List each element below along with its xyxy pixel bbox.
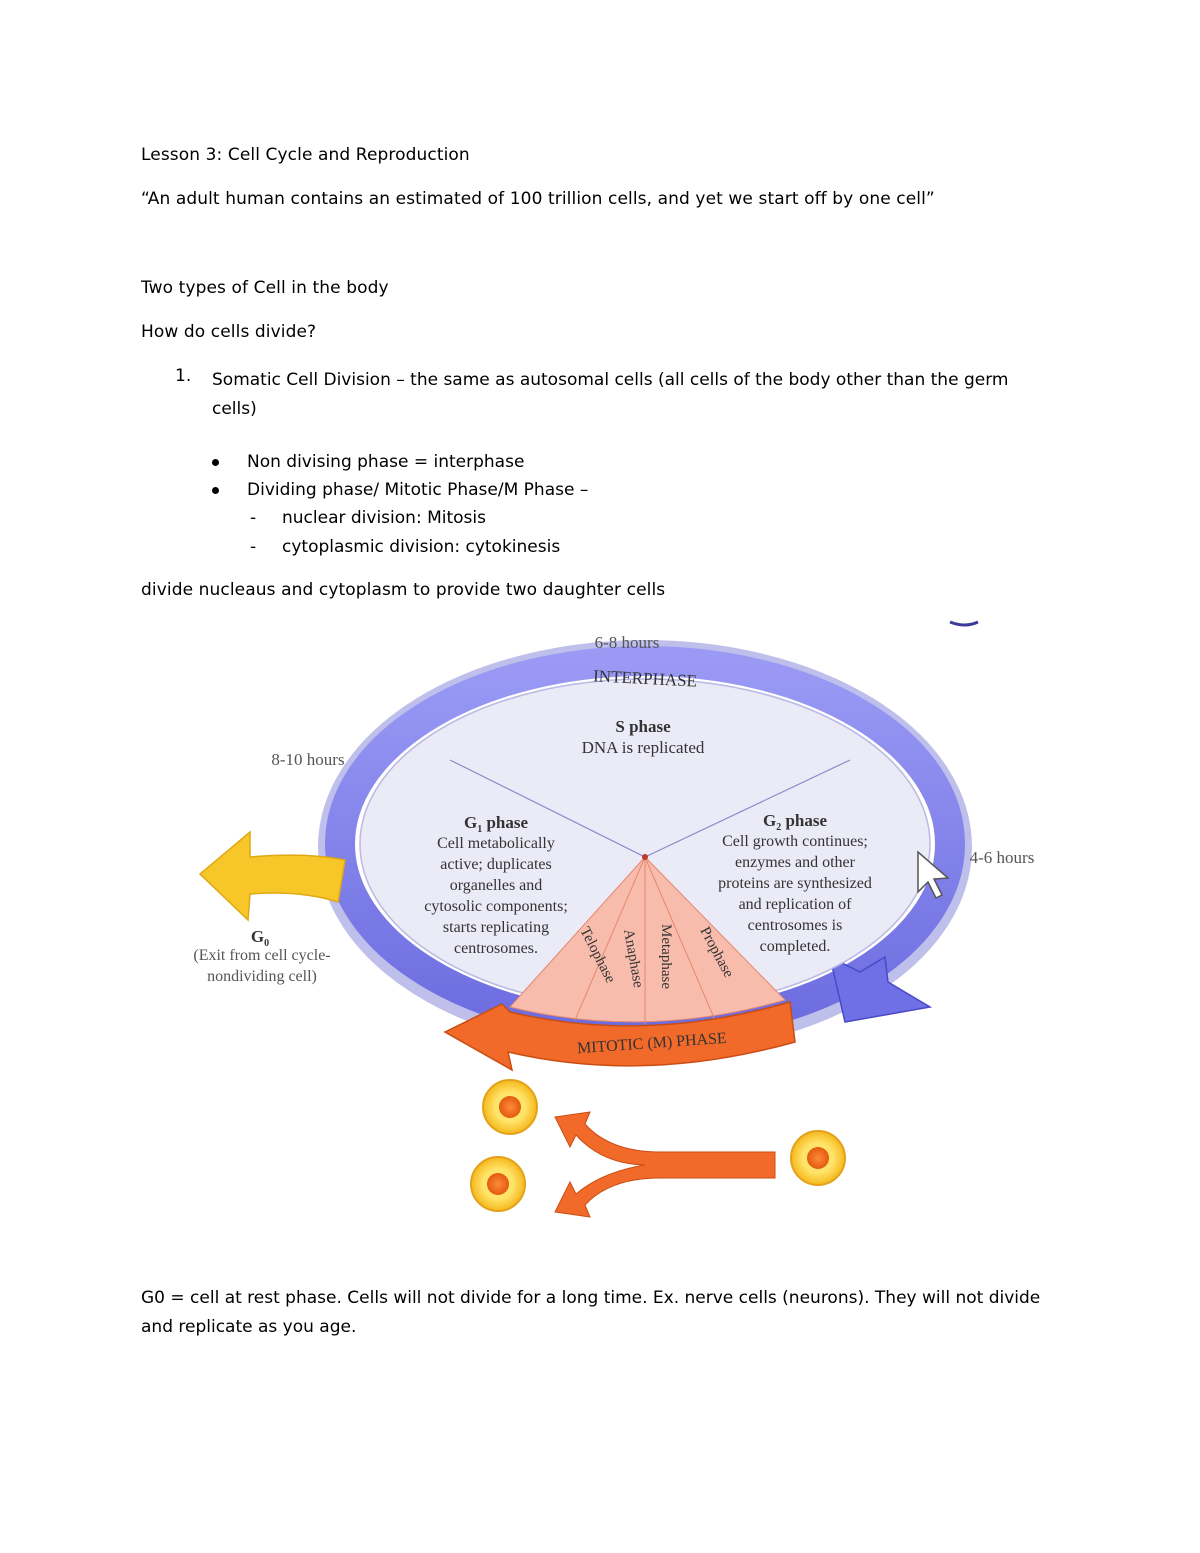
bullet-icon — [212, 487, 219, 494]
g2-title-letter: G — [763, 811, 776, 830]
division-arrow — [554, 1111, 776, 1218]
types-heading: Two types of Cell in the body — [141, 278, 389, 298]
g2-line: completed. — [760, 938, 831, 955]
g1-line: centrosomes. — [454, 940, 538, 957]
g2-title-subscript: 2 — [776, 822, 781, 833]
g1-phase-title: G1 phase — [464, 813, 529, 835]
g2-line: Cell growth continues; — [722, 833, 868, 850]
division-question: How do cells divide? — [141, 322, 317, 342]
g1-title-letter: G — [464, 813, 477, 832]
cell-cycle-diagram: 6-8 hours INTERPHASE 8-10 hours 4-6 hour… — [193, 620, 1035, 1218]
list-item-somatic-division: Somatic Cell Division – the same as auto… — [212, 370, 1009, 419]
g2-title-rest: phase — [781, 811, 827, 830]
dash-marker: - — [250, 508, 257, 528]
hours-top-label: 6-8 hours — [595, 633, 660, 652]
dash-item: nuclear division: Mitosis — [282, 508, 486, 528]
bullet-item: Non divising phase = interphase — [247, 452, 525, 472]
cursor-icon — [917, 850, 950, 900]
g2-phase-title: G2 phase — [763, 811, 828, 833]
g1-line: active; duplicates — [440, 856, 552, 873]
daughter-cell — [470, 1156, 526, 1212]
intro-quote: “An adult human contains an estimated of… — [141, 189, 935, 209]
s-phase-title: S phase — [615, 717, 671, 736]
g0-title-subscript: 0 — [264, 938, 269, 949]
dash-item: cytoplasmic division: cytokinesis — [282, 537, 561, 557]
g2-line: proteins are synthesized — [718, 875, 872, 892]
g0-title: G0 — [251, 927, 269, 949]
g1-line: Cell metabolically — [437, 835, 555, 852]
g2-line: centrosomes is — [748, 917, 843, 934]
mitotic-arrow — [443, 1001, 796, 1072]
top-right-mark — [949, 620, 979, 627]
daughter-cell — [482, 1079, 538, 1135]
g1-line: cytosolic components; — [424, 898, 568, 915]
bullet-item: Dividing phase/ Mitotic Phase/M Phase – — [247, 480, 589, 500]
g0-line: nondividing cell) — [207, 968, 317, 985]
lesson-title: Lesson 3: Cell Cycle and Reproduction — [141, 145, 470, 165]
g1-line: organelles and — [450, 877, 543, 894]
bullet-icon — [212, 459, 219, 466]
g1-title-subscript: 1 — [477, 824, 482, 835]
dash-marker: - — [250, 537, 257, 557]
summary-line: divide nucleaus and cytoplasm to provide… — [141, 580, 666, 600]
list-number: 1. — [175, 366, 192, 386]
mitotic-wedge — [509, 854, 786, 1026]
g2-line: enzymes and other — [735, 854, 856, 871]
s-phase-desc: DNA is replicated — [582, 738, 705, 757]
g0-title-letter: G — [251, 927, 264, 946]
g1-title-rest: phase — [482, 813, 528, 832]
g0-exit-arrow — [198, 830, 346, 922]
g2-line: and replication of — [739, 896, 853, 913]
g0-paragraph: G0 = cell at rest phase. Cells will not … — [141, 1288, 1041, 1337]
hours-right-label: 4-6 hours — [970, 848, 1035, 867]
g1-line: starts replicating — [443, 919, 549, 936]
g0-line: (Exit from cell cycle- — [193, 947, 330, 964]
parent-cell — [790, 1130, 846, 1186]
hours-left-label: 8-10 hours — [271, 750, 344, 769]
metaphase-label: Metaphase — [658, 924, 674, 989]
